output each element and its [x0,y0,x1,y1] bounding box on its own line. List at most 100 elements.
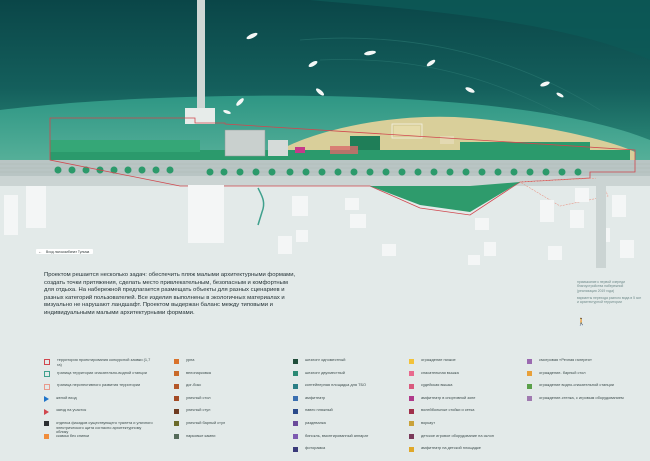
crimson-square-icon [409,408,414,414]
legend-item: урна [174,357,274,371]
legend-label: ограждение водно-спасательной станции [539,382,614,388]
pink-square-icon [409,371,414,377]
amber-square-icon [527,371,532,377]
legend-item: бинокль, вмонтированный аппарат [293,432,393,447]
legend-label: уличный стул [186,407,211,413]
legend-label: контейнерная площадка для ТБО [305,382,367,388]
forest-square-icon [293,358,298,364]
legend-item: детское игровое оборудование на склон [409,432,521,447]
legend-label: судейская вышка [421,382,453,388]
green-slope [370,182,520,212]
pedestrian-icon: 🚶 [577,319,586,326]
legend-item: желой вход [44,394,154,409]
legend-label: дог-бокс [186,382,202,388]
mauve-square-icon [527,396,532,402]
purple-square-icon [293,421,298,427]
orange-square-icon [44,434,49,440]
legend-item: граница перспективного развития территор… [44,383,154,396]
pier-head [185,108,215,124]
legend-item: ограждение- барный стол [527,370,637,384]
outline-teal-square-icon [44,371,50,378]
green-square-icon [527,383,532,389]
arrow-left-icon: ← [38,249,42,254]
legend-item: шезлонг двухместный [293,369,393,384]
legend-item: судейская вышка [409,383,521,396]
legend-label: воркаут [421,419,435,425]
legend-label: уличный стол [186,394,211,400]
legend-item: уличный стол [174,394,274,409]
legend-label: раздевалка [305,419,326,425]
legend-label: амфитеатр [305,394,326,400]
legend-label: уличный барный стул [186,419,226,425]
dark-orange-square-icon [174,358,179,364]
lower-panel [0,268,650,461]
legend-label: желой вход [56,394,77,400]
outline-salmon-square-icon [44,383,50,390]
navy-square-icon [293,408,298,414]
entrance-label: ← Вход льнокомбинат Тульма [36,249,94,254]
perspective-boundary [518,177,609,207]
brown-orange-square-icon [174,371,179,377]
sea-square-icon [293,383,298,389]
sea-swirl-lines [299,37,601,126]
red-triangle-icon [44,408,49,415]
plum-square-icon [409,434,414,440]
tree-row [54,166,582,176]
project-boundary [49,117,636,216]
dark-brown-square-icon [174,408,179,414]
legend-item: амфитеатр на детской площадке [409,446,521,459]
legend-item: граница территории спасательно-водной ст… [44,369,154,384]
mustard-square-icon [409,421,414,427]
inland-buildings [4,185,634,265]
legend-item: шезлонг одноместный [293,357,393,371]
yellow-square-icon [409,358,414,364]
legend-item: воркаут [409,419,521,434]
lilac-square-icon [527,358,532,364]
legend-column-1: территория проектирования конкурсной зая… [44,357,154,447]
outline-red-square-icon [44,358,50,365]
side-note-crossings: варианты перехода разного вида в 5 зон и… [577,296,642,305]
entrance-label-text: Вход льнокомбинат Тульма [46,249,90,254]
legend-label: граница территории спасательно-водной ст… [57,369,147,375]
black-square-icon [44,421,49,427]
legend-item: уличный стул [174,408,274,421]
legend-item: амфитеатр [293,394,393,409]
legend-item: фоторамка [293,446,393,459]
magenta-square-icon [409,396,414,402]
legend-label: граница перспективного развития территор… [57,382,141,388]
legend-label: смотровая «Речная галерея» [539,357,592,362]
legend-item: скамья без спинки [44,432,154,447]
legend-item: ограждение низкое [409,357,521,371]
project-description: Проектом решается несколько задач: обесп… [44,272,296,316]
volleyball-court [391,123,423,139]
legend-item: территория проектирования конкурсной зая… [44,357,154,371]
rose-square-icon [409,383,414,389]
legend-label: ограждение-стенка, с игровым оборудовани… [539,394,624,400]
legend-label: шезлонг двухместный [305,369,345,375]
legend-item: спасательная вышка [409,370,521,384]
legend-item: смотровая «Речная галерея» [527,357,637,371]
legend-item: раздевалка [293,419,393,434]
legend-label: заезд на участок [56,407,87,413]
pier [197,0,205,118]
legend-item: парковые камни [174,432,274,447]
legend-label: парковые камни [186,432,216,438]
legend-label: скамья без спинки [56,432,90,438]
legend-item: заезд на участок [44,408,154,421]
legend-label: детское игровое оборудование на склон [421,432,494,438]
legend-label: навес пляжный [305,407,333,413]
legend-label: велопарковка [186,369,211,375]
greenery-band [50,150,630,163]
legend-label: бинокль, вмонтированный аппарат [305,432,369,438]
legend-item: волейбольные стойки и сетка [409,408,521,421]
teal-square-icon [293,371,298,377]
sea-swirl-right [310,0,650,60]
legend-column-5: смотровая «Речная галерея» ограждение- ба… [527,357,637,408]
violet-square-icon [293,434,298,440]
rescue-station [224,129,266,157]
legend-item: амфитеатр в спортивной зоне [409,395,521,409]
legend-label: амфитеатр на детской площадке [421,445,481,451]
